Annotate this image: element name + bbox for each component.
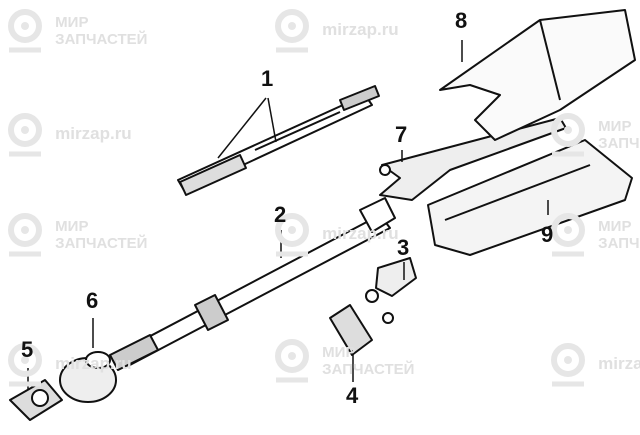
- callout-1: 1: [261, 66, 274, 91]
- callout-6: 6: [86, 288, 99, 313]
- callout-3: 3: [397, 235, 410, 260]
- part-6-boot: [59, 351, 117, 403]
- part-2-intermediate-shaft: [109, 197, 396, 371]
- part-4-clamp: [329, 304, 373, 356]
- part-8-upper-shroud: [439, 9, 636, 141]
- callout-8: 8: [455, 8, 468, 33]
- callout-9: 9: [541, 222, 554, 247]
- callout-4: 4: [346, 383, 359, 408]
- callout-5: 5: [21, 337, 34, 362]
- part-3-bracket: [365, 257, 417, 324]
- part-1-shaft: [177, 85, 380, 196]
- callout-7: 7: [395, 122, 408, 147]
- part-5-universal-joint: [9, 379, 63, 421]
- part-9-lower-shroud: [427, 139, 633, 256]
- callout-2: 2: [274, 202, 287, 227]
